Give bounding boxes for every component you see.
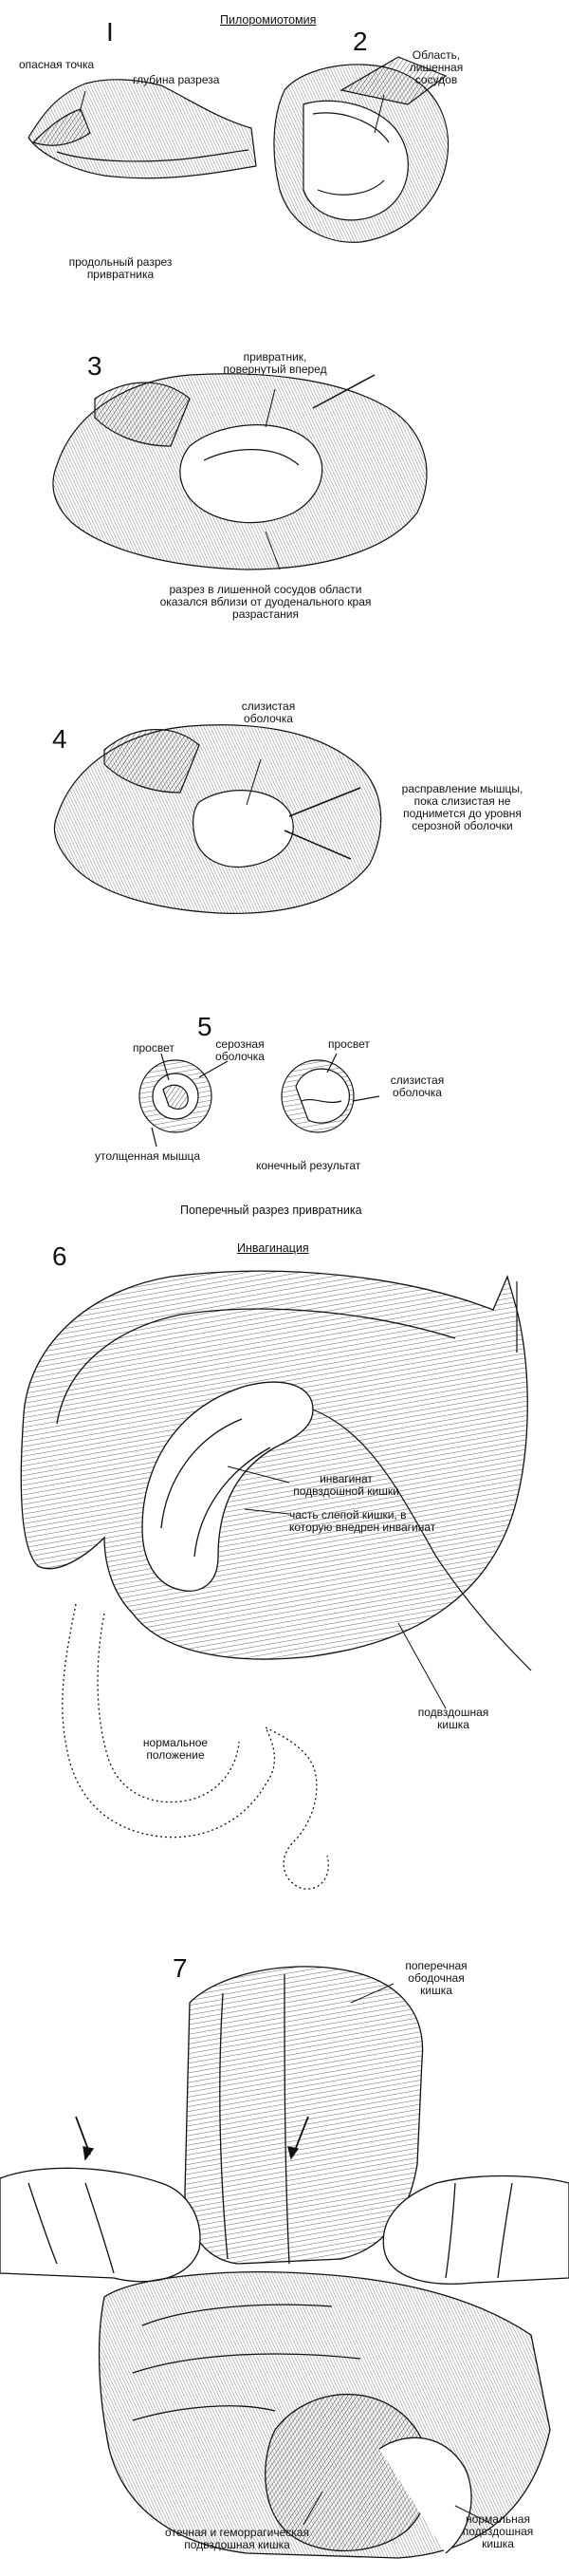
fig4-number: 4 [52, 724, 67, 754]
fig1-caption: продольный разрез привратника [68, 255, 173, 281]
fig6-number: 6 [52, 1241, 67, 1271]
fig2-pylorus-vessels [273, 56, 450, 243]
fig5-label-result: конечный результат [256, 1159, 361, 1172]
fig5-cross-section-before [138, 1053, 229, 1148]
fig2-label-area: Область, лишенная сосудов [409, 48, 464, 86]
fig3-number: 3 [87, 351, 102, 381]
fig7-number: 7 [173, 1953, 188, 1983]
fig1-number: I [106, 17, 114, 47]
fig5-label-serosa: серозная оболочка [215, 1037, 265, 1063]
section1-title: Пилоромиотомия [220, 13, 317, 27]
fig4-label-top: слизистая оболочка [241, 700, 296, 725]
fig3-pylorus-forward [52, 373, 428, 570]
fig1-label-danger: опасная точка [19, 58, 95, 71]
fig5-label-lumen2: просвет [328, 1037, 370, 1051]
fig5-label-lumen1: просвет [133, 1041, 174, 1055]
fig2-number: 2 [353, 27, 368, 56]
fig4-label-right: расправление мышцы, пока слизистая не по… [401, 782, 523, 832]
fig5-number: 5 [197, 1012, 212, 1041]
fig1-label-depth: глубина разреза [133, 73, 220, 86]
section2-title: Инвагинация [237, 1241, 309, 1255]
fig3-caption: разрез в лишенной сосудов области оказал… [159, 583, 372, 621]
fig7-label-edematous: отечная и геморрагическая подвздошная ки… [165, 2526, 309, 2551]
fig6-label-cecum: часть слепой кишки, в которую внедрен ин… [289, 1508, 436, 1534]
fig7-label-colon: поперечная ободочная кишка [405, 1959, 468, 1997]
fig6-invagination [20, 1270, 532, 1890]
section1-caption: Поперечный разрез привратника [180, 1204, 362, 1217]
fig7-label-normal-ileum: нормальная подвздошная кишка [462, 2512, 534, 2550]
fig7-intussusception-reduction [0, 1966, 569, 2559]
fig3-label-top: привратник, повернутый вперед [223, 350, 327, 376]
fig6-label-normal: нормальное положение [142, 1736, 209, 1762]
fig6-label-ileum: подвздошная кишка [417, 1706, 489, 1731]
fig5-label-muscle: утолщенная мышца [95, 1149, 200, 1163]
fig4-muscle-spreading [53, 724, 382, 914]
fig6-label-invaginate: инвагинат подвздошной кишки [293, 1472, 399, 1498]
fig1-pylorus-section [28, 79, 257, 179]
fig5-label-mucosa: слизистая оболочка [390, 1073, 445, 1099]
fig5-cross-section-after [281, 1053, 380, 1133]
